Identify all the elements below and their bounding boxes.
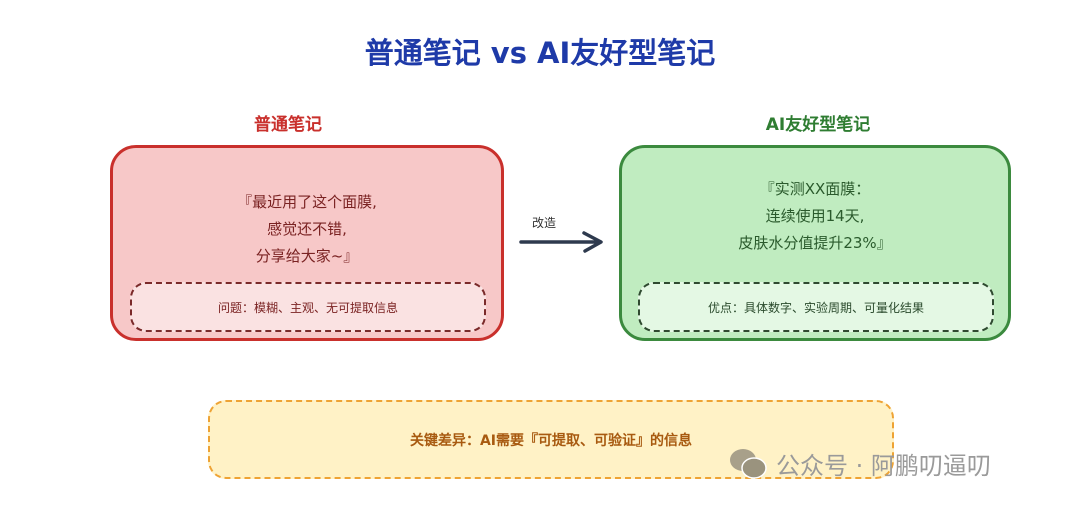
watermark: 公众号 · 阿鹏叨逼叨 [728,446,991,481]
diagram-title: 普通笔记 vs AI友好型笔记 [364,36,716,70]
right-label: AI友好型笔记 [765,115,871,135]
arrow-right-icon [519,231,603,253]
text-line: 皮肤水分值提升23%』 [738,234,892,252]
text-line: 『最近用了这个面膜, [237,193,377,211]
normal-note-box: 『最近用了这个面膜, 感觉还不错, 分享给大家~』 问题：模糊、主观、无可提取信… [110,145,504,341]
text-line: 感觉还不错, [267,220,347,238]
ai-note-text: 『实测XX面膜： 连续使用14天, 皮肤水分值提升23%』 [622,176,1008,257]
key-difference-box: 关键差异：AI需要『可提取、可验证』的信息 [208,400,894,479]
advantage-note: 优点：具体数字、实验周期、可量化结果 [638,282,994,332]
problem-note: 问题：模糊、主观、无可提取信息 [130,282,486,332]
arrow-label: 改造 [532,216,557,230]
text-line: 连续使用14天, [765,207,865,225]
text-line: 分享给大家~』 [255,247,359,265]
left-label: 普通笔记 [254,115,322,135]
text-line: 『实测XX面膜： [759,180,871,198]
wechat-icon [730,448,767,479]
normal-note-text: 『最近用了这个面膜, 感觉还不错, 分享给大家~』 [113,189,501,270]
watermark-text: 公众号 · 阿鹏叨逼叨 [776,452,991,480]
ai-note-box: 『实测XX面膜： 连续使用14天, 皮肤水分值提升23%』 优点：具体数字、实验… [619,145,1011,341]
